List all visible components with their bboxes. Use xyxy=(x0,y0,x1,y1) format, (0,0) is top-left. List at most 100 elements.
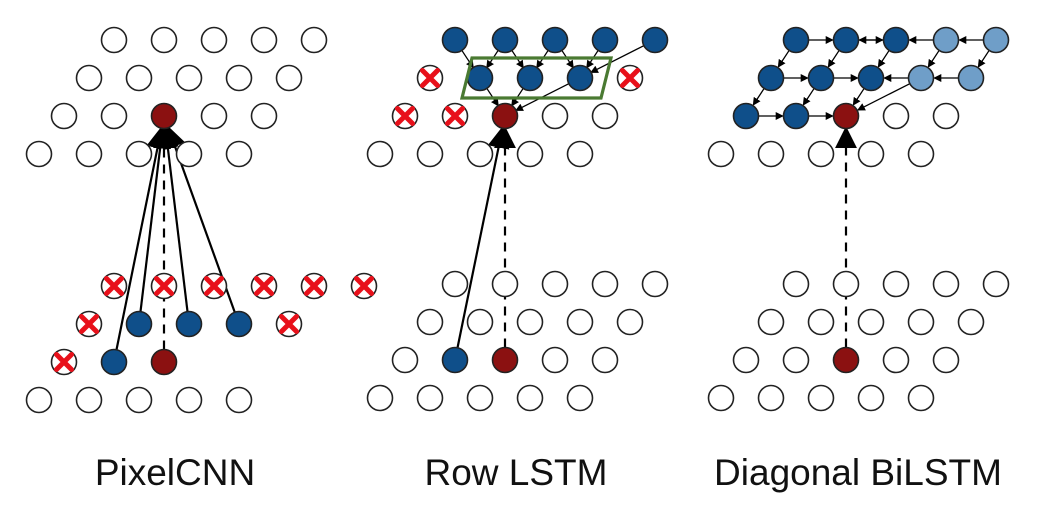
pixel-node-empty xyxy=(491,270,519,298)
pixel-node-empty xyxy=(250,26,278,54)
mask-cross-icon xyxy=(620,68,640,88)
mask-cross-icon xyxy=(395,106,415,126)
mask-cross-icon xyxy=(79,314,99,334)
pixel-node-empty xyxy=(200,26,228,54)
pixel-node-empty xyxy=(175,64,203,92)
caption-diagonal-bilstm: Diagonal BiLSTM xyxy=(714,452,1002,493)
pixel-node-empty xyxy=(566,384,594,412)
pixel-grid-nodes xyxy=(25,26,1010,414)
pixel-node-empty xyxy=(366,140,394,168)
pixel-node-current xyxy=(832,102,860,130)
pixel-node-empty xyxy=(857,140,885,168)
pixel-node-context xyxy=(466,64,494,92)
pixel-node-empty xyxy=(100,102,128,130)
annotations xyxy=(54,56,640,372)
mask-cross-icon xyxy=(279,314,299,334)
pixel-node-empty xyxy=(366,384,394,412)
bilstm-state-arrow xyxy=(927,50,940,68)
pixel-node-empty xyxy=(225,64,253,92)
pixel-node-empty xyxy=(932,102,960,130)
pixel-node-empty xyxy=(300,26,328,54)
caption-row-lstm: Row LSTM xyxy=(424,452,608,493)
receptive-field-box xyxy=(459,56,614,100)
pixel-node-context xyxy=(757,64,785,92)
pixel-node-empty xyxy=(907,384,935,412)
pixel-node-empty xyxy=(707,384,735,412)
pixel-node-empty xyxy=(225,140,253,168)
pixel-node-empty xyxy=(807,140,835,168)
pixel-node-current xyxy=(150,348,178,376)
pixel-node-empty xyxy=(75,64,103,92)
pixel-node-empty xyxy=(807,308,835,336)
pixel-node-empty xyxy=(807,384,835,412)
mask-cross-icon xyxy=(304,276,324,296)
pixel-node-context xyxy=(566,64,594,92)
pixel-node-empty xyxy=(516,308,544,336)
pixel-node-context xyxy=(641,26,669,54)
mask-cross-icon xyxy=(420,68,440,88)
pixel-node-empty xyxy=(75,140,103,168)
pixel-node-empty xyxy=(75,386,103,414)
pixel-node-context xyxy=(100,348,128,376)
pixel-node-empty xyxy=(175,140,203,168)
pixel-node-empty xyxy=(932,346,960,374)
pixel-node-context xyxy=(807,64,835,92)
pixel-node-empty xyxy=(25,140,53,168)
bilstm-state-arrow xyxy=(777,50,790,68)
pixel-node-reverse xyxy=(957,64,985,92)
pixel-node-empty xyxy=(541,346,569,374)
bilstm-state-arrow xyxy=(852,88,865,106)
pixel-node-context xyxy=(441,346,469,374)
pixel-node-empty xyxy=(391,346,419,374)
bilstm-state-arrow xyxy=(827,50,840,68)
pixel-node-context xyxy=(225,310,253,338)
pixel-node-empty xyxy=(882,270,910,298)
pixel-node-empty xyxy=(466,308,494,336)
pixel-node-empty xyxy=(541,102,569,130)
conv-dependency-arrow xyxy=(139,126,172,312)
pixel-node-empty xyxy=(882,346,910,374)
bilstm-state-arrow xyxy=(752,88,765,106)
pixel-node-context xyxy=(782,26,810,54)
pixel-node-empty xyxy=(882,102,910,130)
pixel-node-empty xyxy=(466,140,494,168)
pixel-node-empty xyxy=(50,102,78,130)
pixel-node-context xyxy=(882,26,910,54)
mask-cross-icon xyxy=(154,276,174,296)
pixel-node-empty xyxy=(441,270,469,298)
bilstm-state-arrow xyxy=(856,83,911,111)
mask-cross-icon xyxy=(204,276,224,296)
pixel-node-context xyxy=(832,26,860,54)
pixel-node-empty xyxy=(416,140,444,168)
conv-dependency-arrow xyxy=(156,126,189,312)
pixel-node-context xyxy=(857,64,885,92)
mask-cross-icon xyxy=(254,276,274,296)
pixel-node-empty xyxy=(125,140,153,168)
pixel-node-context xyxy=(441,26,469,54)
mask-cross-icon xyxy=(104,276,124,296)
pixel-node-context xyxy=(491,26,519,54)
pixel-node-context xyxy=(782,102,810,130)
mask-cross-icon xyxy=(54,352,74,372)
pixel-node-empty xyxy=(175,386,203,414)
pixel-node-empty xyxy=(832,270,860,298)
pixel-node-empty xyxy=(125,386,153,414)
pixel-node-empty xyxy=(732,346,760,374)
pixel-node-context xyxy=(732,102,760,130)
pixel-node-empty xyxy=(857,308,885,336)
pixel-node-empty xyxy=(225,386,253,414)
pixel-node-empty xyxy=(416,384,444,412)
pixel-node-current xyxy=(491,102,519,130)
caption-pixelcnn: PixelCNN xyxy=(94,452,256,493)
pixel-node-empty xyxy=(757,140,785,168)
pixel-node-empty xyxy=(150,26,178,54)
pixel-node-empty xyxy=(707,140,735,168)
pixel-node-current xyxy=(832,346,860,374)
pixel-node-empty xyxy=(591,346,619,374)
pixel-node-current xyxy=(491,346,519,374)
pixel-node-empty xyxy=(25,386,53,414)
pixel-node-context xyxy=(541,26,569,54)
pixel-node-empty xyxy=(857,384,885,412)
pixel-node-empty xyxy=(566,140,594,168)
mask-cross-icon xyxy=(445,106,465,126)
